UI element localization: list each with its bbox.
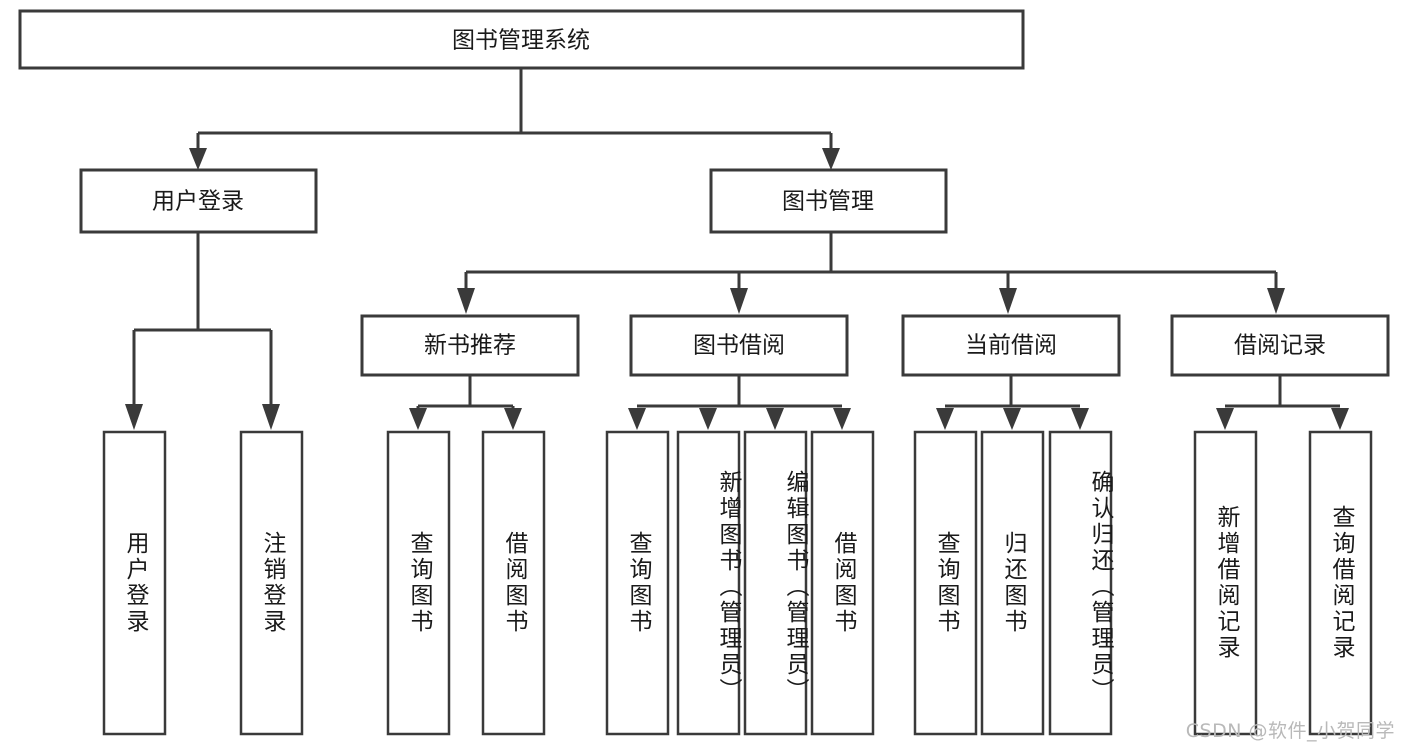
node-user-login[interactable]: 用户登录 xyxy=(79,168,318,234)
leaf-box-cb-return-book[interactable] xyxy=(980,430,1045,736)
node-current-borrow-label: 当前借阅 xyxy=(965,333,1057,359)
node-book-manage-label: 图书管理 xyxy=(782,189,874,215)
arrow-br-leaf-2 xyxy=(1331,408,1349,430)
node-current-borrow[interactable]: 当前借阅 xyxy=(901,314,1121,377)
leaf-box-bb-edit-book[interactable] xyxy=(743,430,808,736)
leaf-box-bb-add-book[interactable] xyxy=(676,430,741,736)
arrow-bb-leaf-2 xyxy=(699,408,717,430)
arrow-book-borrow xyxy=(730,288,748,314)
arrow-book-manage xyxy=(822,148,840,170)
node-user-login-label: 用户登录 xyxy=(152,189,244,215)
leaf-box-bb-query-book[interactable] xyxy=(605,430,670,736)
leaf-box-cb-query-book[interactable] xyxy=(913,430,978,736)
arrow-cb-leaf-1 xyxy=(936,408,954,430)
arrow-cb-leaf-3 xyxy=(1071,408,1089,430)
node-borrow-record[interactable]: 借阅记录 xyxy=(1170,314,1390,377)
node-root[interactable]: 图书管理系统 xyxy=(18,9,1025,70)
node-user-login-box[interactable] xyxy=(79,168,318,234)
leaf-box-user-login[interactable] xyxy=(102,430,167,736)
leaf-box-group xyxy=(102,430,1373,736)
arrow-current-borrow xyxy=(999,288,1017,314)
leaf-box-logout[interactable] xyxy=(239,430,304,736)
connector-group xyxy=(125,69,1349,430)
arrow-leaf-logout xyxy=(262,404,280,430)
node-root-label: 图书管理系统 xyxy=(452,28,590,54)
arrow-cb-leaf-2 xyxy=(1003,408,1021,430)
arrow-br-leaf-1 xyxy=(1216,408,1234,430)
node-new-book-recommend[interactable]: 新书推荐 xyxy=(360,314,580,377)
node-root-box[interactable] xyxy=(18,9,1025,70)
arrow-nb-leaf-1 xyxy=(409,408,427,430)
arrow-borrow-record xyxy=(1267,288,1285,314)
node-borrow-record-label: 借阅记录 xyxy=(1234,333,1326,359)
node-book-borrow[interactable]: 图书借阅 xyxy=(629,314,849,377)
node-current-borrow-box[interactable] xyxy=(901,314,1121,377)
leaf-box-br-query-record[interactable] xyxy=(1308,430,1373,736)
csdn-watermark: CSDN @软件_小贺同学 xyxy=(1185,720,1395,742)
leaf-box-br-add-record[interactable] xyxy=(1193,430,1258,736)
node-book-manage[interactable]: 图书管理 xyxy=(709,168,948,234)
arrow-bb-leaf-4 xyxy=(833,408,851,430)
arrow-nb-leaf-2 xyxy=(504,408,522,430)
node-new-book-box[interactable] xyxy=(360,314,580,377)
arrow-new-book xyxy=(457,288,475,314)
leaf-box-nb-borrow-book[interactable] xyxy=(481,430,546,736)
node-new-book-label: 新书推荐 xyxy=(424,333,516,359)
leaf-box-cb-confirm-return[interactable] xyxy=(1048,430,1113,736)
node-book-manage-box[interactable] xyxy=(709,168,948,234)
arrow-user-login xyxy=(189,148,207,170)
node-borrow-record-box[interactable] xyxy=(1170,314,1390,377)
leaf-box-nb-query-book[interactable] xyxy=(386,430,451,736)
arrow-bb-leaf-3 xyxy=(766,408,784,430)
node-book-borrow-box[interactable] xyxy=(629,314,849,377)
arrow-leaf-user-login xyxy=(125,404,143,430)
leaf-box-bb-borrow-book[interactable] xyxy=(810,430,875,736)
node-book-borrow-label: 图书借阅 xyxy=(693,333,785,359)
arrow-bb-leaf-1 xyxy=(628,408,646,430)
